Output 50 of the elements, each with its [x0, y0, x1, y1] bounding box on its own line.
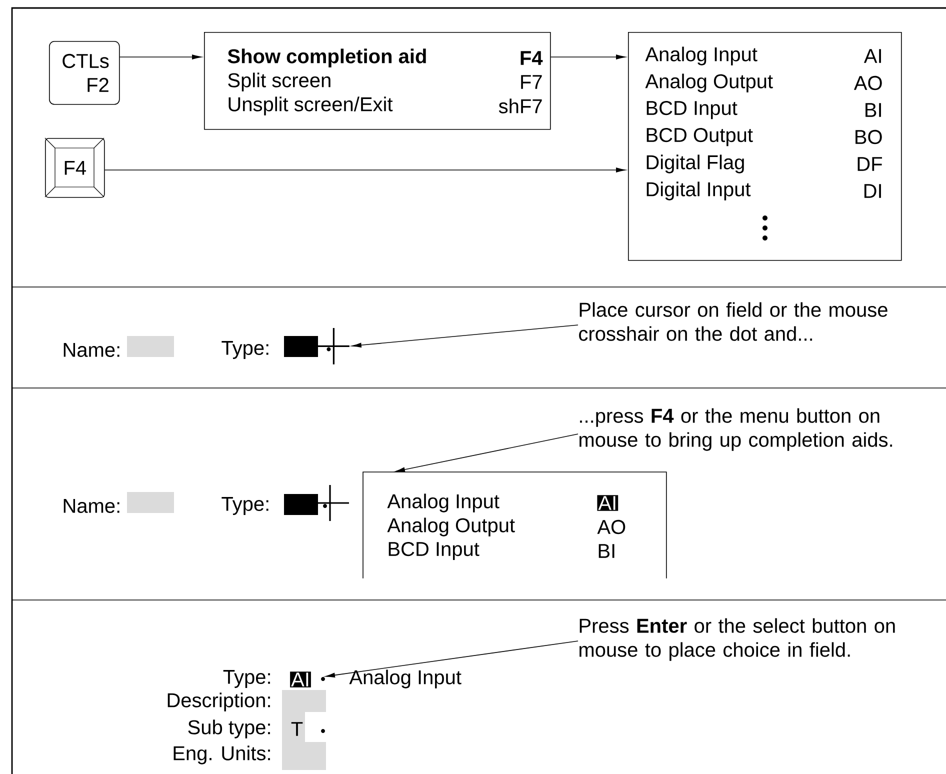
shortcut-code: BI [866, 103, 881, 117]
shortcut-code: DF [858, 157, 882, 171]
field-value: T [291, 722, 303, 736]
arrow [119, 54, 202, 60]
arrow [550, 54, 626, 60]
field-label: Eng. Units: [174, 746, 270, 764]
menu-box [204, 32, 551, 130]
item-label: Digital Input [646, 182, 751, 200]
item-label: Analog Input [387, 494, 500, 512]
field-label: Description: [168, 692, 270, 712]
field-label: Type: [222, 497, 268, 515]
item-label: Split screen [228, 72, 330, 92]
item-label: Analog Output [645, 74, 773, 92]
list-box [628, 32, 902, 261]
leader-line [395, 434, 578, 472]
field-label: Name: [64, 343, 120, 357]
field-label: Type: [223, 670, 270, 688]
item-label: Show completion aid [228, 48, 426, 68]
callout-text: Place cursor on field or the mouse crosshair on the dot and... [579, 302, 888, 341]
callout-text: ...press F4 or the menu button on mouse to bring up completion aids. [580, 408, 892, 451]
crosshair-icon [317, 327, 350, 366]
popup-list [362, 472, 667, 579]
leader-line [352, 324, 578, 348]
shortcut-code: F7 [521, 75, 542, 89]
field-value: Analog Input [349, 670, 462, 688]
item-label: BCD Input [388, 542, 480, 560]
item-label: BCD Input [646, 100, 738, 120]
shortcut-code: AI [864, 49, 881, 63]
selected-field: AI [290, 672, 311, 688]
shortcut-code: AI [597, 495, 618, 511]
shortcut-code: AO [597, 520, 626, 534]
item-label: Digital Flag [646, 154, 744, 174]
shortcut-code: shF7 [498, 98, 542, 114]
item-label: Analog Output [387, 518, 515, 536]
shortcut-code: AO [854, 76, 882, 90]
field-label: Sub type: [188, 720, 270, 738]
field-label: Name: [64, 499, 120, 513]
function-key: F4 [44, 138, 105, 198]
key-button: CTLs F2 [49, 41, 120, 105]
callout-text: Press Enter or the select button on mouse to place choice in field. [580, 618, 895, 661]
item-label: Analog Input [645, 46, 758, 66]
shortcut-code: BO [856, 130, 882, 144]
item-label: BCD Output [646, 128, 753, 146]
shortcut-code: F4 [520, 51, 543, 65]
shortcut-code: DI [864, 184, 881, 198]
field-label: Type: [222, 341, 268, 359]
arrow [104, 168, 626, 172]
leader-line [325, 640, 578, 678]
item-label: Unsplit screen/Exit [228, 96, 393, 116]
shortcut-code: BI [598, 544, 614, 558]
